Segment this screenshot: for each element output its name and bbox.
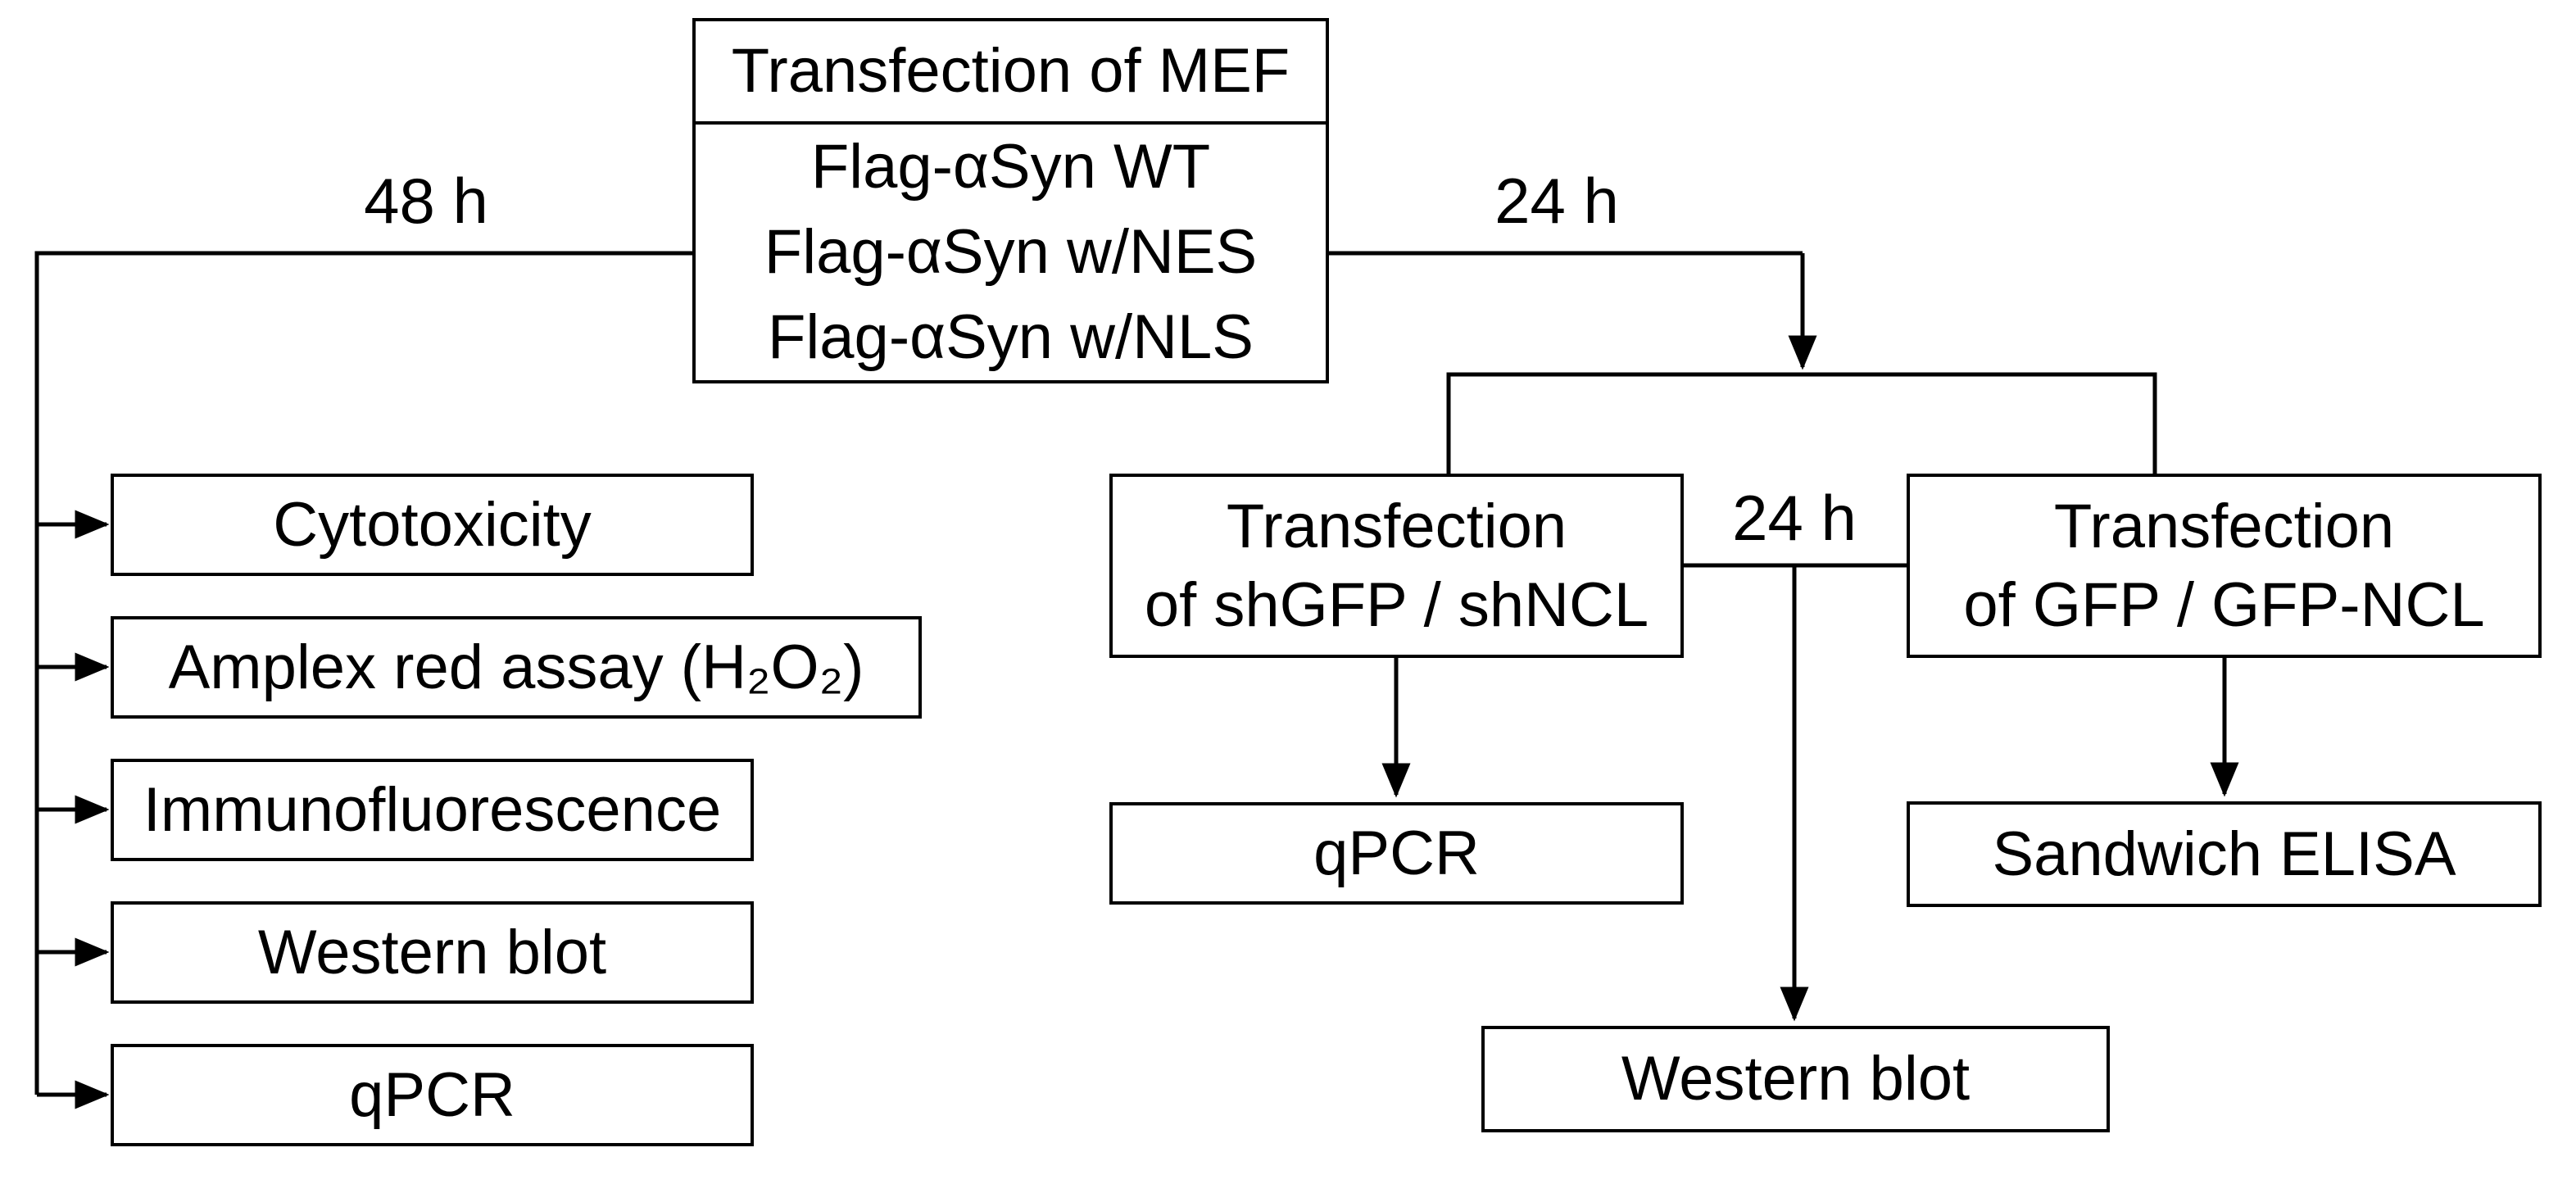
qpcr-right-box: qPCR: [1109, 802, 1684, 905]
shgfp-shncl-transfection-box: Transfection of shGFP / shNCL: [1109, 474, 1684, 658]
cytotoxicity-box: Cytotoxicity: [111, 474, 754, 576]
gfp-gfpncl-line2: of GFP / GFP-NCL: [1963, 569, 2485, 640]
construct-list: Flag-αSyn WT Flag-αSyn w/NES Flag-αSyn w…: [696, 125, 1326, 380]
shgfp-shncl-line1: Transfection: [1226, 491, 1567, 561]
gfp-gfpncl-transfection-box: Transfection of GFP / GFP-NCL: [1907, 474, 2542, 658]
western-blot-left-box: Western blot: [111, 901, 754, 1004]
construct-flag-asyn-wt: Flag-αSyn WT: [810, 132, 1211, 202]
construct-flag-asyn-nes: Flag-αSyn w/NES: [764, 217, 1258, 287]
gfp-gfpncl-line1: Transfection: [2053, 491, 2395, 561]
transfection-of-mef-title: Transfection of MEF: [696, 21, 1326, 125]
amplex-red-assay-box: Amplex red assay (H₂O₂): [111, 616, 922, 719]
immunofluorescence-box: Immunofluorescence: [111, 759, 754, 861]
time-label-48h: 48 h: [364, 164, 488, 237]
time-label-24h-top: 24 h: [1494, 164, 1619, 237]
split-connector-line: [1446, 372, 2157, 474]
time-label-24h-middle: 24 h: [1732, 481, 1857, 554]
qpcr-left-box: qPCR: [111, 1044, 754, 1146]
construct-flag-asyn-nls: Flag-αSyn w/NLS: [767, 302, 1254, 372]
western-blot-bottom-box: Western blot: [1481, 1026, 2110, 1132]
transfection-of-mef-box: Transfection of MEF Flag-αSyn WT Flag-αS…: [692, 18, 1329, 383]
sandwich-elisa-box: Sandwich ELISA: [1907, 801, 2542, 907]
shgfp-shncl-line2: of shGFP / shNCL: [1144, 569, 1649, 640]
